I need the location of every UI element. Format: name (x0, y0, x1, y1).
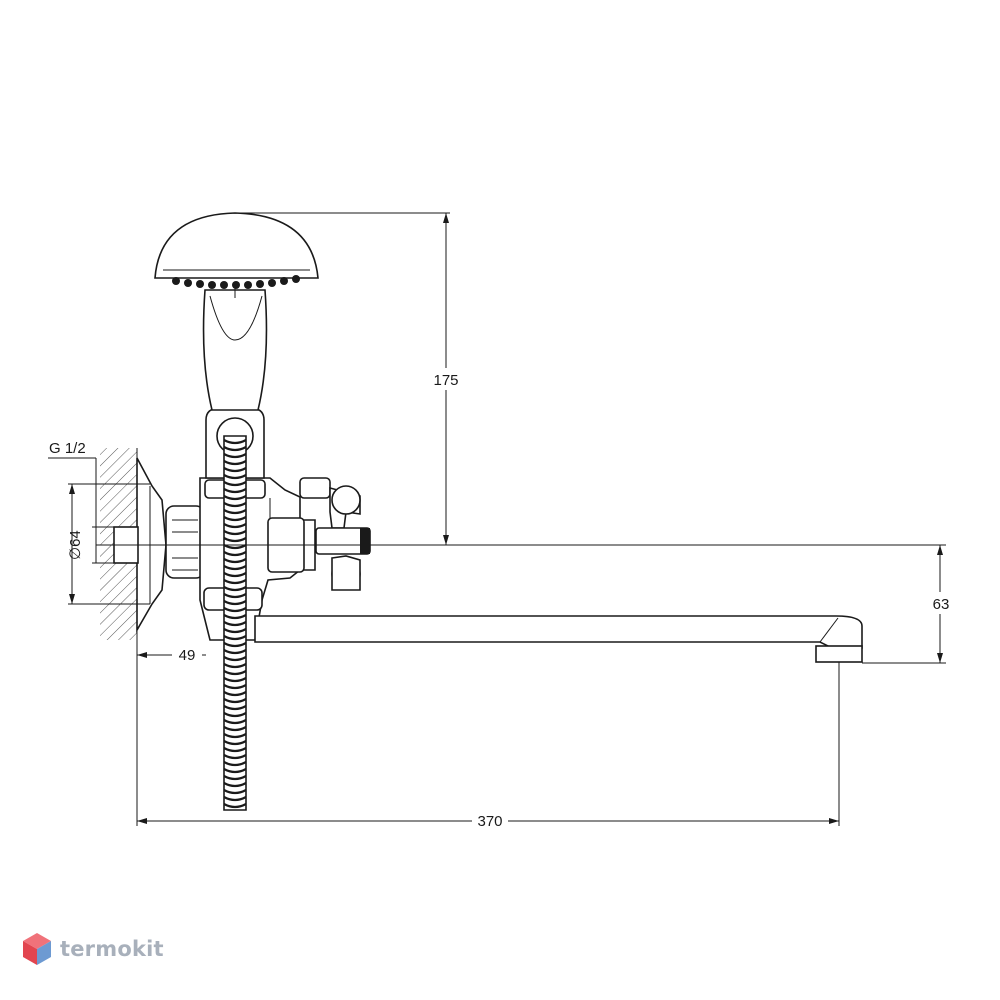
hose-coil (223, 453, 247, 459)
hose-coil (223, 712, 247, 718)
termokit-logo: termokit (22, 932, 164, 966)
hose-coil (223, 628, 247, 634)
hose-coil (223, 579, 247, 585)
dim-wall-offset-label: 49 (179, 647, 196, 664)
dim-total-length-label: 370 (477, 813, 502, 830)
hose-coil (223, 544, 247, 550)
dimension-total-length: 370 (137, 662, 840, 832)
hose-coil (223, 537, 247, 543)
hose-coil (223, 789, 247, 795)
hose-coil (223, 726, 247, 732)
hose-coil (223, 614, 247, 620)
shower-hose (223, 435, 247, 811)
hose-coil (223, 733, 247, 739)
hose-coil (223, 635, 247, 641)
hose-coil (223, 684, 247, 690)
hose-coil (223, 502, 247, 508)
hose-coil (223, 481, 247, 487)
hose-coil (223, 768, 247, 774)
shower-head (154, 212, 319, 298)
hose-coil (223, 663, 247, 669)
hose-coil (223, 754, 247, 760)
hose-coil (223, 705, 247, 711)
hose-coil (223, 649, 247, 655)
hose-coil (223, 719, 247, 725)
hose-coil (223, 698, 247, 704)
hose-coil (223, 509, 247, 515)
hose-coil (223, 761, 247, 767)
hose-coil (223, 523, 247, 529)
dim-thread-label: G 1/2 (49, 440, 86, 457)
dim-shower-height-label: 175 (433, 372, 458, 389)
valve-handles (299, 477, 371, 591)
hose-coil (223, 439, 247, 445)
dimension-shower-height: 175 (238, 212, 462, 545)
hose-coil (223, 670, 247, 676)
hose-coil (223, 488, 247, 494)
bath-spout (254, 615, 863, 663)
shower-handle (202, 289, 268, 411)
hose-coil (223, 495, 247, 501)
hose-coil (223, 516, 247, 522)
hose-coil (223, 530, 247, 536)
hose-coil (223, 565, 247, 571)
hose-coil (223, 460, 247, 466)
hose-coil (223, 747, 247, 753)
hose-coil (223, 572, 247, 578)
hose-coils (223, 439, 247, 809)
hose-coil (223, 656, 247, 662)
hose-coil (223, 467, 247, 473)
hose-coil (223, 775, 247, 781)
hose-coil (223, 642, 247, 648)
hose-coil (223, 796, 247, 802)
hose-coil (223, 446, 247, 452)
hose-coil (223, 740, 247, 746)
dim-spout-height-label: 63 (933, 596, 950, 613)
hose-coil (223, 607, 247, 613)
hose-coil (223, 600, 247, 606)
termokit-brand-text: termokit (60, 937, 164, 961)
hose-coil (223, 677, 247, 683)
hose-coil (223, 558, 247, 564)
dim-diameter-label: ∅64 (67, 530, 84, 560)
termokit-cube-icon (23, 933, 51, 965)
dimension-spout-height: 63 (862, 545, 956, 664)
hose-coil (223, 586, 247, 592)
hose-coil (223, 551, 247, 557)
dimension-thread-diameter: G 1/2 ∅64 (48, 440, 150, 605)
hose-coil (223, 782, 247, 788)
hose-coil (223, 474, 247, 480)
dimension-wall-offset: 49 (136, 640, 206, 826)
hose-coil (223, 621, 247, 627)
hose-coil (223, 593, 247, 599)
hose-coil (223, 803, 247, 809)
hose-coil (223, 691, 247, 697)
eccentric-nut (165, 505, 205, 579)
